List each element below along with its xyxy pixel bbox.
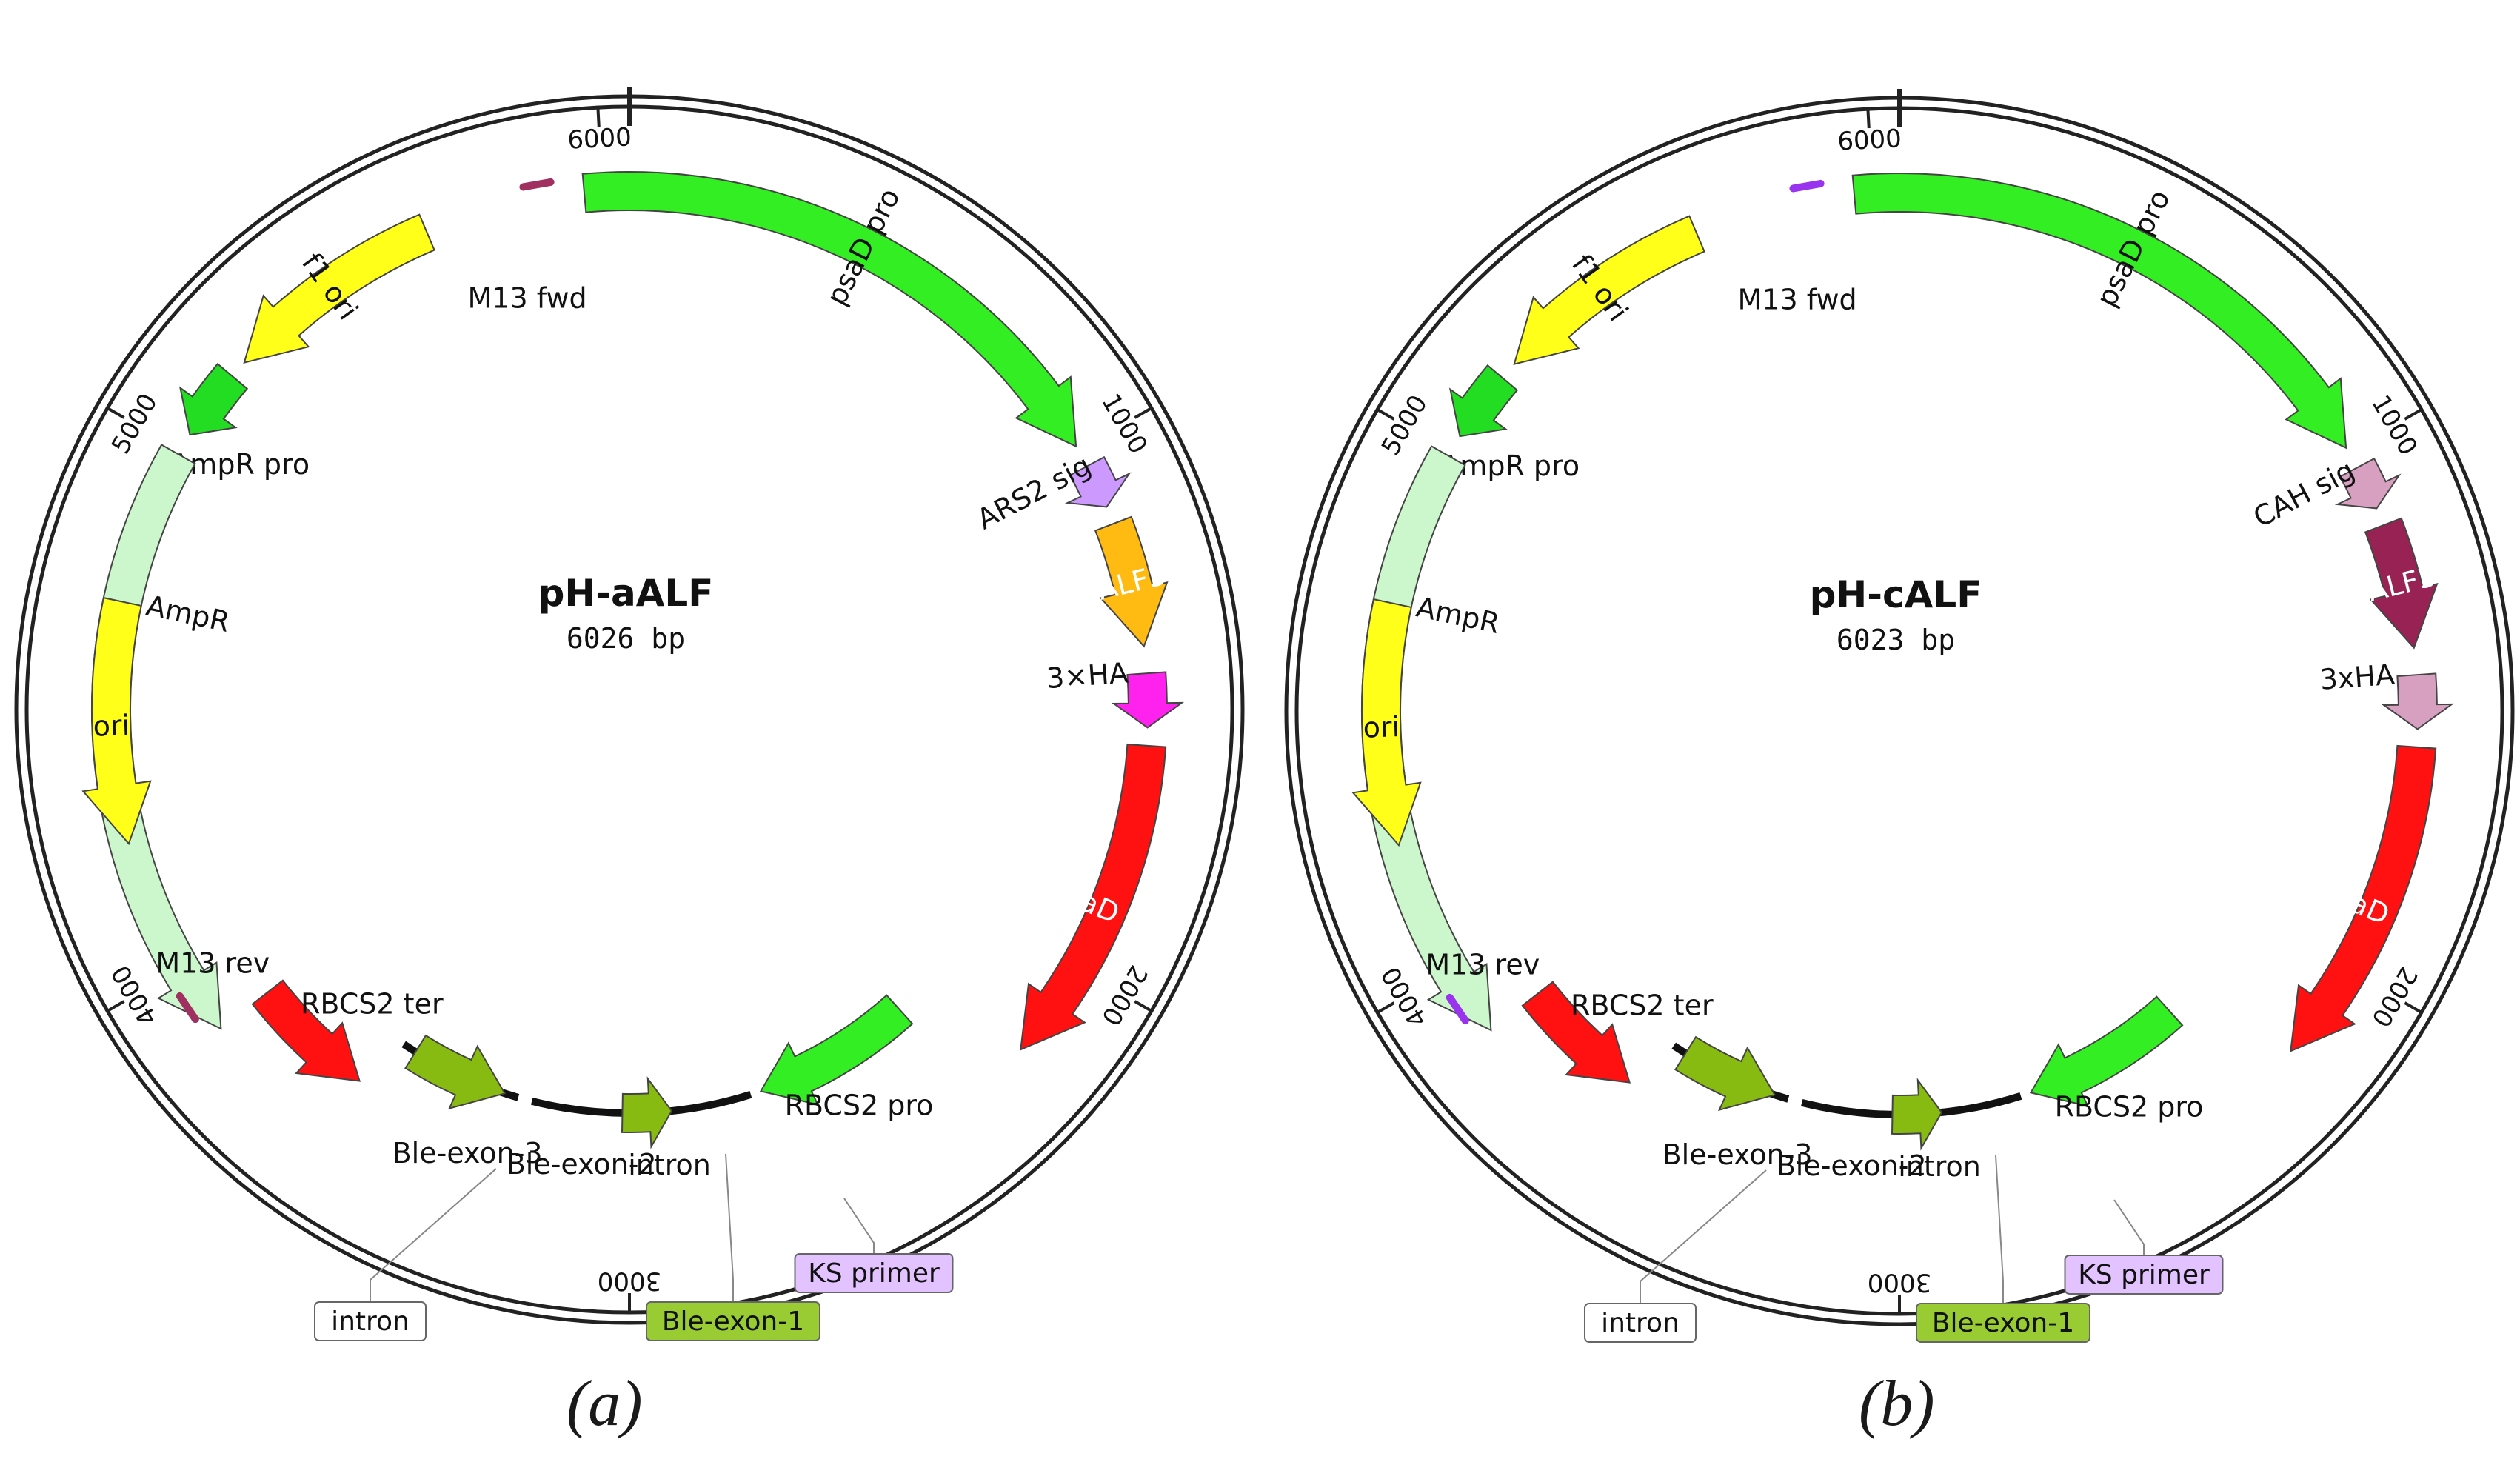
feature-arrow	[2290, 744, 2437, 1052]
feature-label: 3×HA	[1046, 656, 1129, 695]
feature-label: intron	[628, 1149, 711, 1181]
feature-arrow	[581, 171, 1077, 448]
callout-leader	[1640, 1169, 1767, 1304]
feature-arrow	[1513, 215, 1705, 365]
backbone-outer-ring	[14, 94, 1245, 1325]
feature-arrow	[2364, 517, 2439, 650]
plasmid-name: pH-aALF	[538, 572, 714, 615]
feature-label: ori	[93, 709, 130, 743]
primer-marker	[176, 992, 199, 1024]
feature-arrow	[2334, 457, 2402, 510]
primer-marker	[519, 178, 555, 191]
feature-arrow	[1448, 364, 1519, 438]
feature-label: ori	[1363, 710, 1400, 744]
feature-arrow	[251, 979, 361, 1082]
callout-leader	[843, 1198, 875, 1254]
callout-leader	[2113, 1199, 2145, 1255]
feature-arrow	[2381, 672, 2455, 730]
feature-arrow	[1351, 598, 1422, 847]
feature-arrow	[1064, 455, 1132, 508]
feature-arrow	[81, 596, 152, 846]
feature-label: RBCS2 ter	[301, 987, 444, 1020]
feature-label: M13 rev	[1426, 948, 1540, 981]
callout-box	[646, 1301, 820, 1341]
feature-label: AmpR	[144, 589, 233, 638]
plasmid-size: 6023 bp	[1836, 624, 1955, 656]
feature-arrow	[404, 1034, 507, 1110]
feature-arrow	[178, 362, 249, 436]
callout-box	[794, 1253, 954, 1293]
callout-label: intron	[1601, 1308, 1680, 1338]
tick-mark	[107, 407, 125, 419]
feature-arrow	[1020, 743, 1167, 1051]
tick-mark	[2404, 408, 2422, 421]
feature-arrow	[1111, 671, 1185, 729]
callout-box	[314, 1301, 427, 1341]
callout-leader	[1995, 1155, 2004, 1304]
tick-label: 6000	[567, 122, 632, 155]
feature-arrow	[1851, 173, 2347, 450]
caption-a: (a)	[567, 1368, 643, 1440]
callout-box	[1584, 1303, 1697, 1343]
feature-arrow	[243, 213, 435, 364]
feature-label: RBCS2 pro	[2055, 1090, 2204, 1123]
feature-label: intron	[1898, 1150, 1981, 1183]
callout-label: Ble-exon-1	[662, 1306, 804, 1337]
feature-arrow	[1891, 1078, 1943, 1151]
feature-label: Ble-exon-2	[507, 1148, 657, 1181]
tick-mark	[1134, 407, 1152, 419]
feature-label: M13 fwd	[468, 281, 587, 314]
feature-arrow	[759, 994, 914, 1106]
feature-label: M13 fwd	[1738, 283, 1857, 316]
backbone-outer-ring	[1284, 96, 2515, 1326]
feature-label: Ble-exon-3	[392, 1137, 543, 1169]
primer-marker	[1789, 179, 1825, 193]
callout-leader	[370, 1168, 497, 1302]
callout-label: KS primer	[2078, 1260, 2210, 1290]
feature-label: Ble-exon-2	[1777, 1149, 1927, 1182]
feature-label: ARS2 sig	[972, 449, 1096, 535]
feature-arrow	[1674, 1035, 1777, 1112]
feature-arrow	[1521, 981, 1631, 1084]
plasmid-name: pH-cALF	[1810, 573, 1982, 616]
callout-label: Ble-exon-1	[1932, 1308, 2074, 1338]
tick-mark	[2404, 1001, 2422, 1014]
callout-box	[2064, 1255, 2224, 1295]
tick-label: 3000	[1868, 1268, 1932, 1298]
primer-marker	[1446, 993, 1469, 1025]
feature-arrow	[621, 1076, 673, 1149]
feature-label: M13 rev	[156, 947, 270, 979]
tick-mark	[1134, 1000, 1152, 1012]
callout-leader	[725, 1153, 734, 1302]
feature-label: CAH sig	[2248, 454, 2360, 534]
callout-box	[1916, 1303, 2090, 1343]
callout-label: intron	[331, 1306, 410, 1337]
caption-b: (b)	[1859, 1368, 1935, 1440]
tick-label: 6000	[1836, 124, 1902, 156]
tick-mark	[1377, 408, 1395, 421]
feature-label: RBCS2 ter	[1571, 989, 1714, 1021]
callout-label: KS primer	[808, 1258, 940, 1289]
feature-arrow	[2029, 995, 2184, 1107]
tick-mark	[1377, 1001, 1395, 1014]
feature-label: 3xHA	[2319, 658, 2396, 696]
feature-label: AmpR	[1414, 590, 1503, 640]
tick-mark	[107, 1000, 125, 1012]
feature-label: RBCS2 pro	[785, 1089, 934, 1121]
tick-label: 3000	[598, 1266, 662, 1296]
feature-label: Ble-exon-3	[1662, 1138, 1813, 1171]
plasmid-size: 6026 bp	[567, 622, 685, 655]
feature-arrow	[1094, 515, 1169, 648]
